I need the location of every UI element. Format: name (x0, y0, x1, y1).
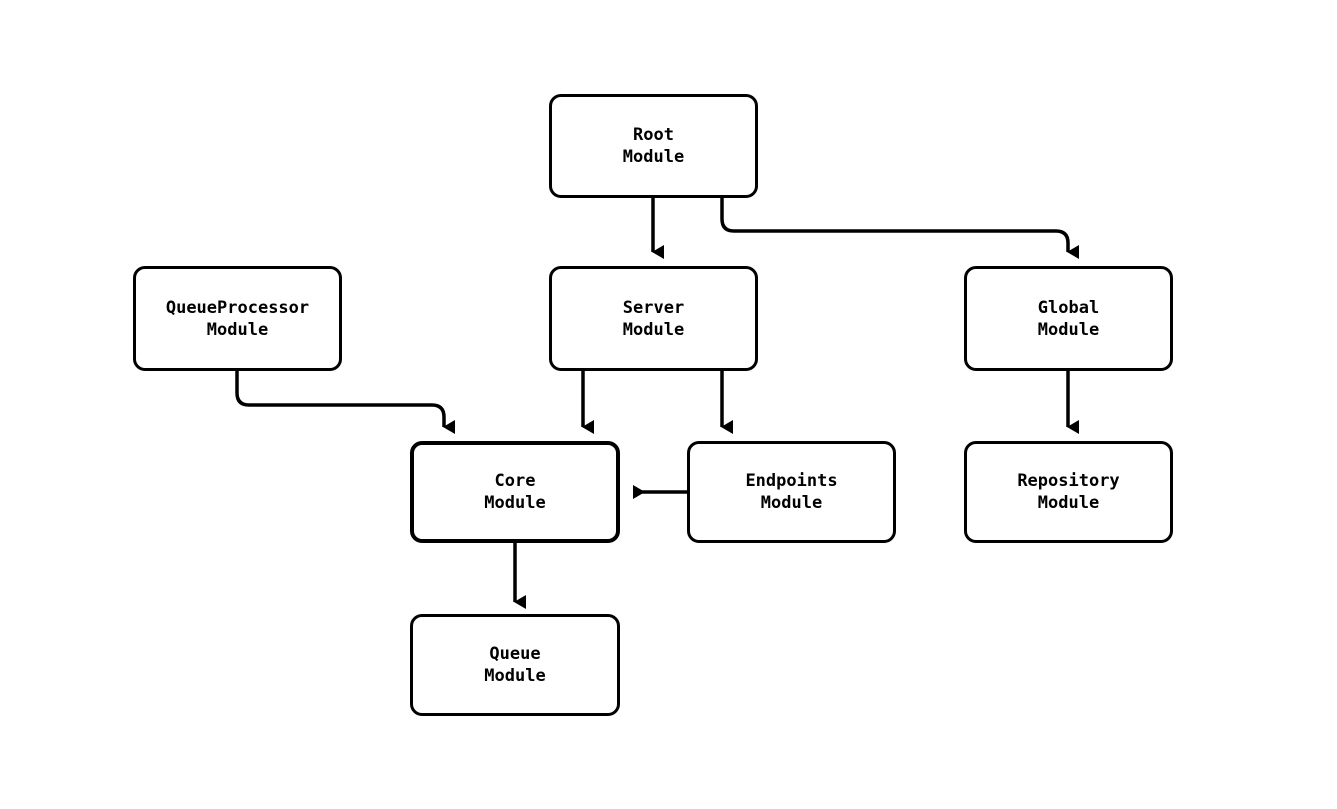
node-global-module[interactable]: Global Module (964, 266, 1173, 371)
node-queueprocessor-module-line1: QueueProcessor (165, 297, 310, 318)
node-root-module-line2: Module (622, 147, 685, 167)
node-repository-module[interactable]: Repository Module (964, 441, 1173, 543)
node-queueprocessor-module[interactable]: QueueProcessor Module (133, 266, 342, 371)
node-global-module-line2: Module (1037, 319, 1100, 340)
node-root-module-line1: Root (633, 125, 674, 145)
node-endpoints-module-line2: Module (760, 493, 823, 513)
node-root-module[interactable]: Root Module (549, 94, 758, 198)
edge-root-to-global (720, 198, 1079, 259)
node-server-module[interactable]: Server Module (549, 266, 758, 371)
node-endpoints-module[interactable]: Endpoints Module (687, 441, 896, 543)
node-global-module-line1: Global (1037, 297, 1100, 318)
node-core-module-line2: Module (484, 493, 546, 513)
node-server-module-line2: Module (622, 319, 685, 340)
node-endpoints-module-line1: Endpoints (745, 471, 838, 491)
edge-queueprocessor-to-core (235, 371, 455, 434)
node-server-module-line1: Server (622, 297, 685, 318)
node-queue-module[interactable]: Queue Module (410, 614, 620, 716)
node-queue-module-line1: Queue (489, 644, 541, 664)
node-core-module-line1: Core (494, 471, 536, 491)
node-repository-module-line2: Module (1037, 493, 1100, 513)
node-core-module[interactable]: Core Module (410, 441, 620, 543)
node-queue-module-line2: Module (484, 666, 546, 686)
node-repository-module-line1: Repository (1017, 471, 1120, 491)
node-queueprocessor-module-line2: Module (206, 319, 269, 340)
